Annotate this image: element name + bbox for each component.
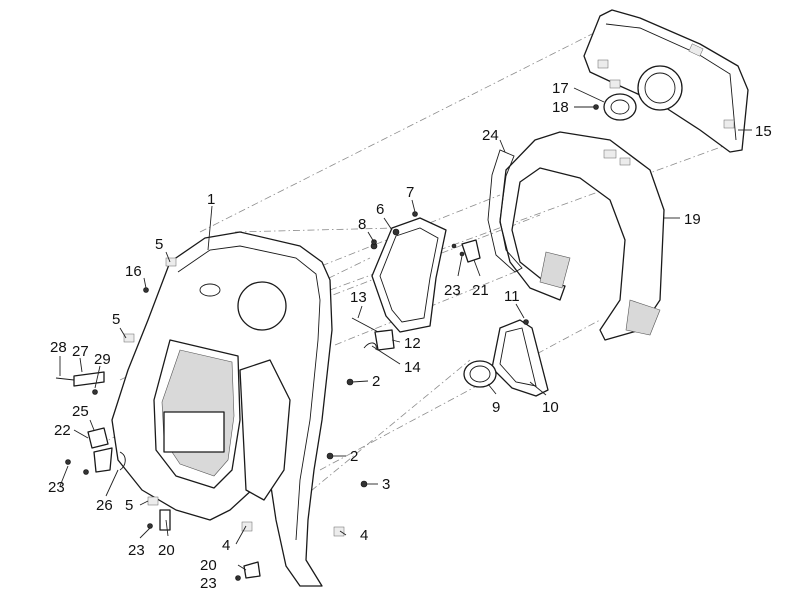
callout-15: 15 [755, 123, 772, 140]
callout-5c: 5 [125, 497, 133, 514]
front-leg-shield [111, 231, 345, 587]
callout-18: 18 [552, 99, 569, 116]
callout-20b: 20 [200, 557, 217, 574]
callout-13: 13 [350, 289, 367, 306]
callout-23c: 23 [128, 542, 145, 559]
callout-22: 22 [54, 422, 71, 439]
callout-12: 12 [404, 335, 421, 352]
hinge-parts [351, 317, 395, 351]
callout-29: 29 [94, 351, 111, 368]
callout-9: 9 [492, 399, 500, 416]
leader-lines [59, 87, 752, 579]
callout-23d: 23 [200, 575, 217, 592]
lock-ring [593, 93, 637, 121]
callout-25: 25 [72, 403, 89, 420]
callout-8: 8 [358, 216, 366, 233]
vent-cover [463, 319, 549, 397]
callout-2b: 2 [350, 448, 358, 465]
callout-17: 17 [552, 80, 569, 97]
rear-upper-panel [583, 9, 749, 153]
callout-14: 14 [404, 359, 421, 376]
callout-23b: 23 [48, 479, 65, 496]
callout-20a: 20 [158, 542, 175, 559]
callout-labels: 1 2 2 3 4 4 5 5 5 6 7 8 9 10 11 12 13 14… [48, 80, 772, 592]
callout-24: 24 [482, 127, 499, 144]
callout-4a: 4 [222, 537, 230, 554]
bracket-parts [55, 239, 377, 581]
inner-leg-shield [487, 131, 665, 341]
callout-11: 11 [504, 288, 520, 305]
callout-16: 16 [125, 263, 142, 280]
callout-3: 3 [382, 476, 390, 493]
callout-5a: 5 [155, 236, 163, 253]
callout-7: 7 [406, 184, 414, 201]
callout-5b: 5 [112, 311, 120, 328]
callout-27: 27 [72, 343, 89, 360]
clip-21 [451, 239, 481, 263]
callout-2a: 2 [372, 373, 380, 390]
callout-21: 21 [472, 282, 489, 299]
glovebox-door [370, 211, 447, 333]
callout-1: 1 [207, 191, 215, 208]
callout-23a: 23 [444, 282, 461, 299]
callout-4b: 4 [360, 527, 368, 544]
callout-10: 10 [542, 399, 559, 416]
callout-19: 19 [684, 211, 701, 228]
callout-6: 6 [376, 201, 384, 218]
callout-28: 28 [50, 339, 67, 356]
callout-26: 26 [96, 497, 113, 514]
